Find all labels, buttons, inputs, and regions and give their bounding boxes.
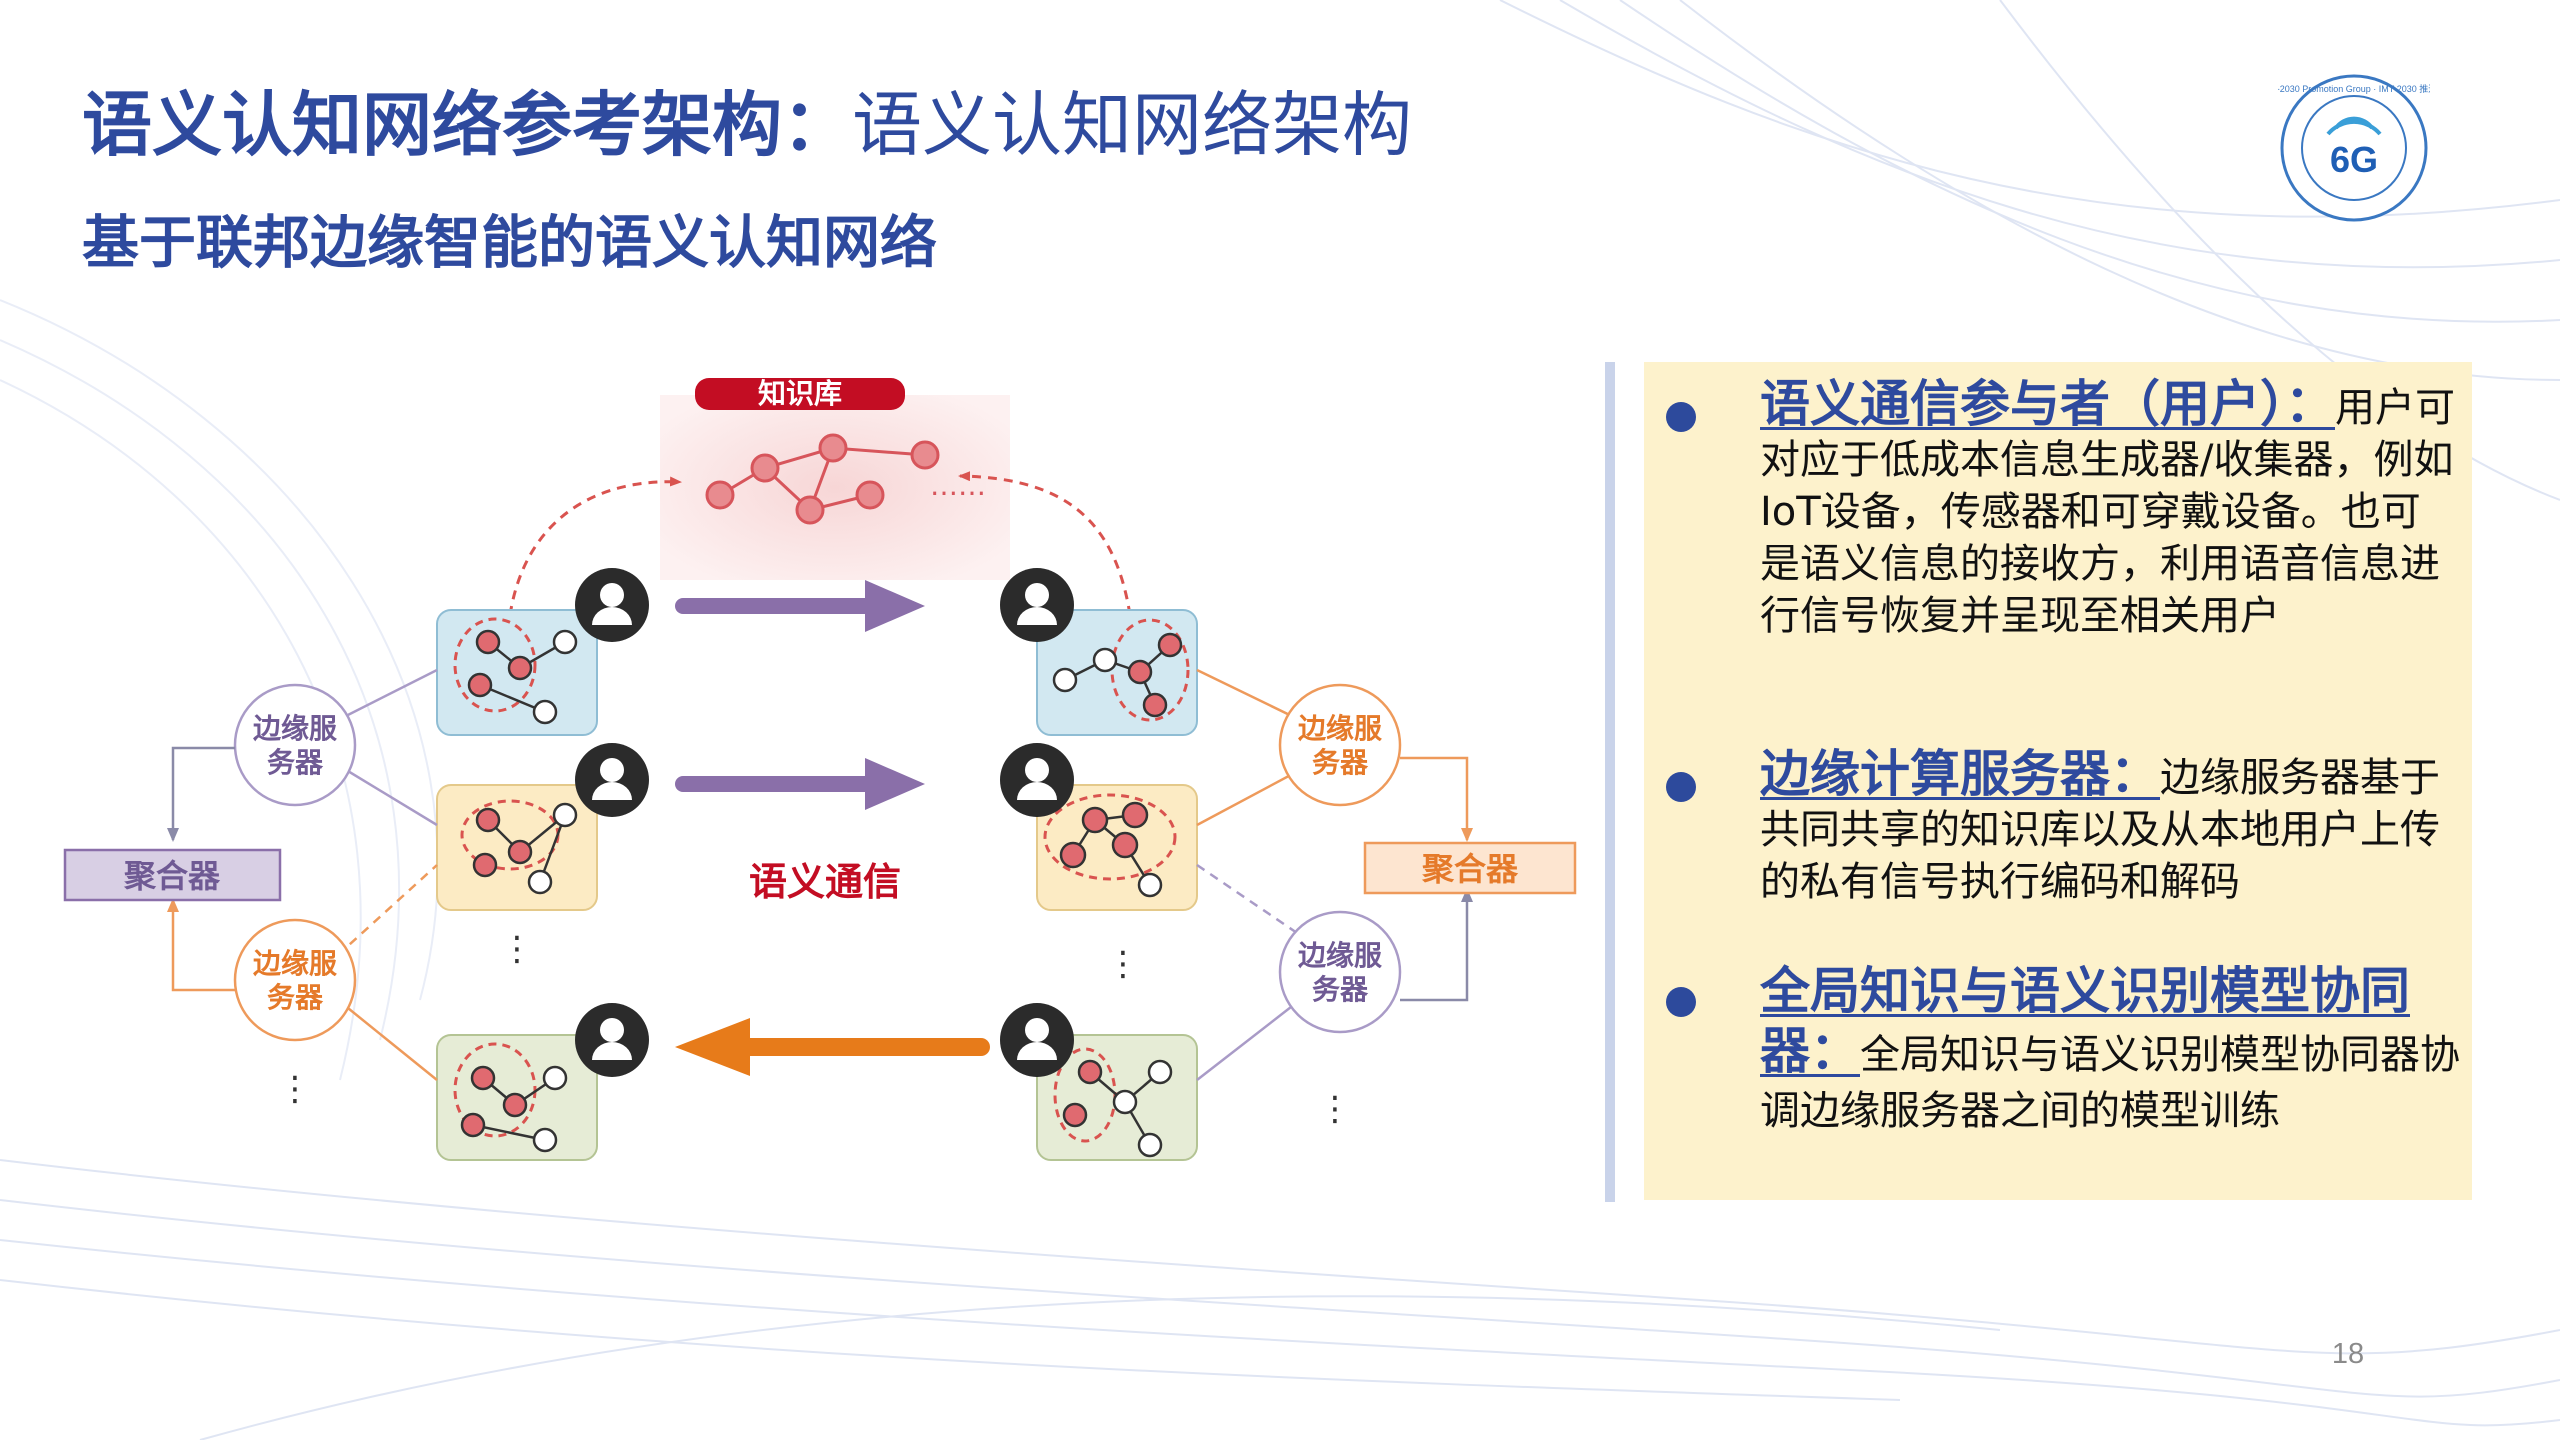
bullet-head: 语义通信参与者（用户）： [1760, 375, 2335, 433]
description-panel: 语义通信参与者（用户）：用户可对应于低成本信息生成器/收集器，例如IoT设备，传… [1644, 362, 2472, 1200]
right-server-ellipsis: ⋮ [1318, 1089, 1352, 1129]
slide-subtitle: 基于联邦边缘智能的语义认知网络 [82, 210, 937, 276]
bullet-body: 全局知识与语义识别模型协同器协调边缘服务器之间的模型训练 [1760, 1032, 2460, 1134]
left-user-box-yellow [436, 784, 598, 911]
slide-title: 语义认知网络参考架构：语义认知网络架构 [82, 70, 1412, 180]
right-user-box-green [1036, 1034, 1198, 1161]
slide-title-bold: 语义认知网络参考架构： [82, 84, 852, 166]
right-ellipsis: ⋮ [1106, 944, 1140, 984]
user-avatar-icons [575, 568, 1074, 1077]
bullet-dot-icon [1666, 987, 1696, 1017]
knowledge-base-label: 知识库 [758, 377, 842, 410]
left-edge-server-bottom: 边缘服 务器 [233, 918, 357, 1042]
bullet-head: 边缘计算服务器： [1760, 745, 2160, 803]
edge-server-label-line2: 务器 [1312, 973, 1369, 1006]
left-aggregator: 聚合器 [63, 848, 282, 902]
semantic-arrow-right-1 [675, 580, 925, 632]
edge-server-label-line2: 务器 [1312, 746, 1369, 779]
bullet-text: 边缘计算服务器：边缘服务器基于共同共享的知识库以及从本地用户上传的私有信号执行编… [1760, 748, 2460, 908]
bullet-head: 全局知识与语义识别模型协同器： [1760, 962, 2410, 1080]
left-aggregator-label: 聚合器 [123, 857, 221, 895]
edge-server-label-line1: 边缘服 [253, 712, 338, 745]
edge-server-label-line2: 务器 [267, 746, 324, 779]
edge-server-label-line2: 务器 [267, 981, 324, 1014]
left-ellipsis: ⋮ [500, 929, 534, 969]
bullet-dot-icon [1666, 402, 1696, 432]
left-edge-server-top: 边缘服 务器 [233, 683, 357, 807]
right-user-box-blue [1036, 609, 1198, 736]
edge-server-label-line1: 边缘服 [1298, 939, 1383, 972]
knowledge-base-dots: …… [930, 469, 986, 502]
bullet-text: 语义通信参与者（用户）：用户可对应于低成本信息生成器/收集器，例如IoT设备，传… [1760, 378, 2460, 642]
edge-server-label-line1: 边缘服 [253, 947, 338, 980]
semantic-arrow-right-2 [675, 758, 925, 810]
right-user-box-yellow [1036, 784, 1198, 911]
6g-logo-icon: 6G IMT-2030 Promotion Group · IMT-2030 推… [2278, 74, 2430, 222]
semantic-network-diagram: 知识库 …… [63, 377, 1577, 1161]
right-aggregator: 聚合器 [1363, 841, 1577, 895]
bullet-text: 全局知识与语义识别模型协同器：全局知识与语义识别模型协同器协调边缘服务器之间的模… [1760, 963, 2460, 1139]
page-number: 18 [2331, 1338, 2365, 1370]
left-user-box-green [436, 1034, 598, 1161]
bullet-body: 用户可对应于低成本信息生成器/收集器，例如IoT设备，传感器和可穿戴设备。也可是… [1760, 385, 2455, 639]
right-edge-server-bottom: 边缘服 务器 [1278, 910, 1402, 1034]
semantic-communication-label: 语义通信 [749, 859, 901, 904]
left-user-box-blue [436, 609, 598, 736]
left-server-ellipsis: ⋮ [278, 1069, 312, 1109]
right-edge-server-top: 边缘服 务器 [1278, 683, 1402, 807]
logo-ring-text: IMT-2030 Promotion Group · IMT-2030 推进组 [2278, 83, 2430, 94]
semantic-arrow-left [675, 1018, 990, 1076]
panel-divider [1605, 362, 1615, 1202]
knowledge-base: 知识库 …… [660, 377, 1010, 580]
slide-title-regular: 语义认知网络架构 [852, 84, 1412, 166]
edge-server-label-line1: 边缘服 [1298, 712, 1383, 745]
right-aggregator-label: 聚合器 [1421, 850, 1519, 888]
bullet-body: 边缘服务器基于共同共享的知识库以及从本地用户上传的私有信号执行编码和解码 [1760, 755, 2440, 905]
bullet-dot-icon [1666, 772, 1696, 802]
logo-center-text: 6G [2330, 139, 2378, 180]
